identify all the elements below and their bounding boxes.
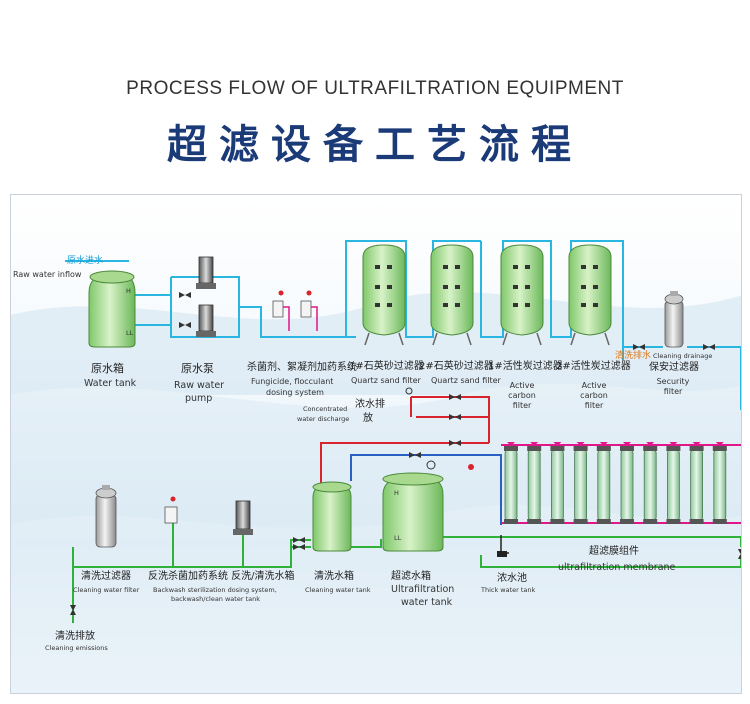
thick-water-tank bbox=[497, 535, 509, 557]
carbon1-en2: carbon bbox=[508, 391, 536, 400]
concentrate-en1: Concentrated bbox=[303, 405, 347, 413]
uf-membrane-module bbox=[596, 442, 611, 524]
svg-text:H: H bbox=[126, 287, 131, 295]
svg-text:LL: LL bbox=[126, 329, 134, 337]
backwash-en2: backwash/clean water tank bbox=[171, 595, 260, 603]
uf-membrane-module bbox=[573, 442, 588, 524]
quartz2-cn: 2#石英砂过滤器 bbox=[419, 359, 494, 372]
raw-water-pump-1 bbox=[196, 256, 216, 289]
backwash-dosing-unit bbox=[164, 496, 178, 524]
carbon2-en3: filter bbox=[585, 401, 604, 410]
quartz1-en: Quartz sand filter bbox=[351, 376, 422, 385]
uf-membrane-module bbox=[527, 442, 542, 524]
concentrate-en2: water discharge bbox=[297, 415, 349, 423]
cleaning-tank-cn: 清洗水箱 bbox=[314, 569, 354, 582]
backwash-pump bbox=[233, 500, 253, 535]
cleaning-tank-en: Cleaning water tank bbox=[305, 586, 371, 594]
carbon1-en3: filter bbox=[513, 401, 532, 410]
raw-pump-en1: Raw water bbox=[174, 380, 224, 391]
dosing-cn: 杀菌剂、絮凝剂加药系统 bbox=[247, 360, 357, 373]
uf-tank-en2: water tank bbox=[401, 597, 453, 608]
carbon2-cn: 2#活性炭过滤器 bbox=[556, 359, 631, 372]
dosing-unit-2 bbox=[300, 290, 318, 331]
dosing-en2: dosing system bbox=[266, 388, 324, 397]
dosing-en1: Fungicide, flocculant bbox=[251, 377, 333, 386]
clean-drain-cn: 清洗排水 bbox=[615, 349, 651, 361]
carbon-filter-2 bbox=[568, 244, 612, 346]
uf-water-tank: H LL bbox=[382, 472, 444, 552]
backwash-en1: Backwash sterilization dosing system, bbox=[153, 586, 277, 594]
clean-filter-cn: 清洗过滤器 bbox=[81, 569, 131, 582]
valve-set bbox=[70, 292, 741, 615]
process-diagram: H LL 原水进水 Raw water inflow 原水箱 Water tan… bbox=[11, 240, 741, 693]
svg-text:LL: LL bbox=[394, 534, 402, 542]
uf-membrane-module bbox=[689, 442, 704, 524]
cleaning-water-tank bbox=[312, 481, 352, 552]
raw-water-inflow-en: Raw water inflow bbox=[13, 270, 82, 279]
quartz2-en: Quartz sand filter bbox=[431, 376, 502, 385]
dosing-unit-1 bbox=[272, 290, 290, 331]
raw-pump-cn: 原水泵 bbox=[181, 362, 214, 375]
uf-tank-en1: Ultrafiltration bbox=[391, 584, 454, 595]
security-filter bbox=[664, 291, 684, 348]
pipe-product-line bbox=[350, 454, 502, 525]
raw-water-inflow-cn: 原水进水 bbox=[67, 254, 103, 266]
clean-emit-en: Cleaning emissions bbox=[45, 644, 108, 652]
uf-membrane-module bbox=[504, 442, 518, 524]
backwash-cn: 反洗杀菌加药系统 反洗/清洗水箱 bbox=[148, 569, 295, 582]
uf-tank-cn: 超滤水箱 bbox=[391, 569, 431, 582]
uf-membrane-module bbox=[643, 442, 658, 524]
clean-emit-cn: 清洗排放 bbox=[55, 629, 95, 642]
uf-membrane-en: ultrafiltration membrane bbox=[558, 562, 676, 573]
water-tank-cn: 原水箱 bbox=[91, 361, 124, 375]
water-tank-en: Water tank bbox=[84, 378, 137, 389]
uf-membrane-module bbox=[620, 442, 634, 524]
security-cn: 保安过滤器 bbox=[649, 360, 699, 373]
clean-filter-en: Cleaning water filter bbox=[73, 586, 140, 594]
process-diagram-frame: H LL 原水进水 Raw water inflow 原水箱 Water tan… bbox=[10, 194, 742, 694]
uf-membrane-cn: 超滤膜组件 bbox=[589, 544, 639, 557]
thick-tank-cn: 浓水池 bbox=[497, 571, 527, 584]
raw-pump-en2: pump bbox=[185, 393, 212, 404]
uf-membrane-array bbox=[504, 442, 727, 524]
carbon2-en2: carbon bbox=[580, 391, 608, 400]
uf-membrane-module bbox=[550, 442, 565, 524]
title-cn: 超滤设备工艺流程 bbox=[167, 122, 583, 168]
carbon1-cn: 1#活性炭过滤器 bbox=[488, 359, 563, 372]
security-en1: Security bbox=[657, 377, 690, 386]
title-en: PROCESS FLOW OF ULTRAFILTRATION EQUIPMEN… bbox=[126, 78, 624, 99]
pipe-feed-line bbox=[65, 240, 741, 410]
quartz-filter-1 bbox=[362, 244, 406, 346]
thick-tank-en: Thick water tank bbox=[480, 586, 536, 594]
uf-membrane-module bbox=[712, 442, 727, 524]
uf-membrane-module bbox=[666, 442, 681, 524]
carbon-filter-1 bbox=[500, 244, 544, 346]
carbon1-en1: Active bbox=[510, 381, 535, 390]
cleaning-water-filter bbox=[95, 485, 117, 548]
pipe-concentrate-line bbox=[320, 396, 490, 485]
quartz-filter-2 bbox=[430, 244, 474, 346]
concentrate-cn2: 放 bbox=[363, 411, 373, 424]
raw-water-pump-2 bbox=[196, 304, 216, 337]
concentrate-cn1: 浓水排 bbox=[355, 397, 385, 410]
clean-drain-en: Cleaning drainage bbox=[653, 352, 712, 360]
svg-text:H: H bbox=[394, 489, 399, 497]
quartz1-cn: 1#石英砂过滤器 bbox=[349, 359, 424, 372]
carbon2-en1: Active bbox=[582, 381, 607, 390]
raw-water-tank: H LL bbox=[88, 270, 136, 348]
security-en2: filter bbox=[664, 387, 683, 396]
